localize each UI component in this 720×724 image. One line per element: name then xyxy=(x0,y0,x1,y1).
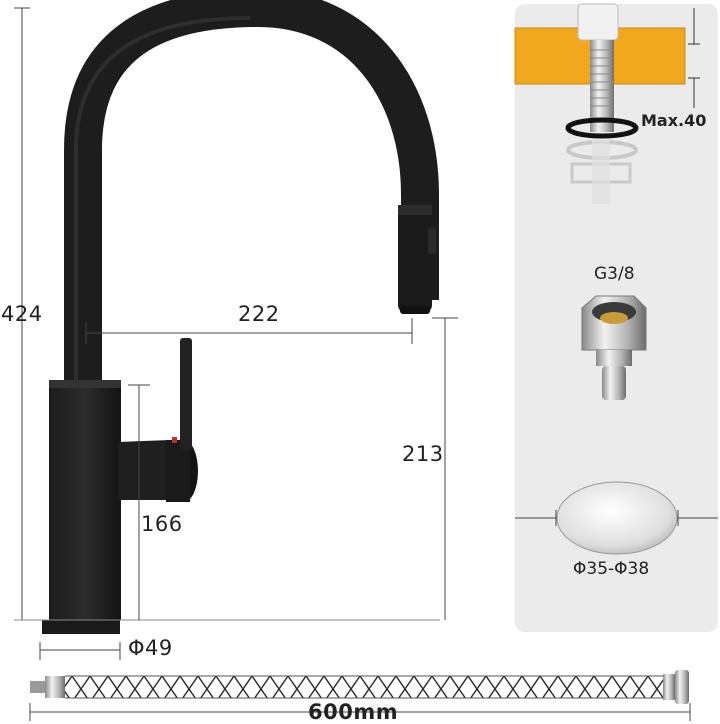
handle-height-label: 166 xyxy=(141,512,183,536)
base-diameter-label: Φ49 xyxy=(128,636,173,660)
connector-thread-label: G3/8 xyxy=(594,264,635,284)
faucet-drawing xyxy=(42,0,439,634)
hole-disc-drawing xyxy=(515,481,718,555)
height-total-label: 424 xyxy=(1,302,43,326)
g38-connector-drawing xyxy=(581,295,647,400)
deck-thickness-label: Max.40 xyxy=(641,111,707,130)
hose-length-label: 600mm xyxy=(308,700,399,724)
dimension-lines xyxy=(14,7,691,721)
spout-reach-label: 222 xyxy=(238,302,280,326)
deck-mount-drawing xyxy=(514,3,700,204)
hole-diameter-label: Φ35-Φ38 xyxy=(573,559,650,579)
spout-height-label: 213 xyxy=(402,442,444,466)
braided-hose xyxy=(30,670,689,704)
